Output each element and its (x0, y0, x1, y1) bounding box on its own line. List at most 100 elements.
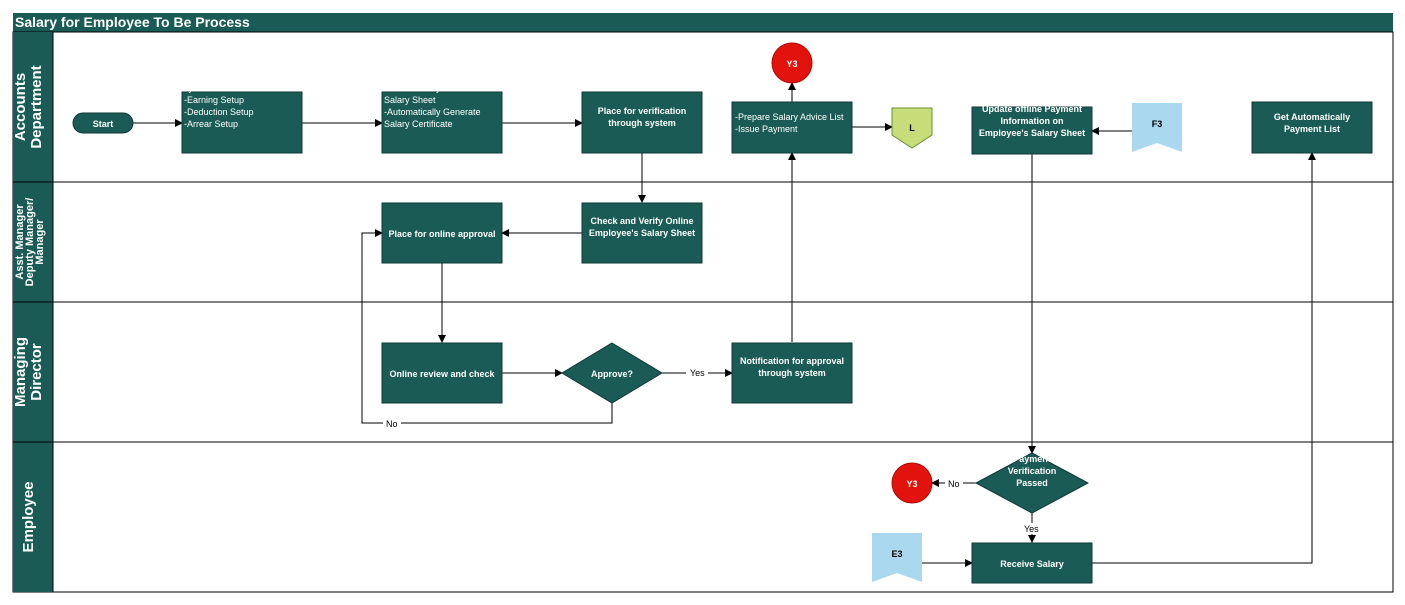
text-line: -Deduction Setup (184, 107, 254, 117)
edge-label-approve-no: No (386, 419, 398, 429)
connectors (133, 82, 1316, 567)
lane-label-employee: Employee (20, 482, 37, 553)
online-review-label: Online review and check (389, 369, 495, 379)
text-line: Verification (1008, 466, 1057, 476)
text-line: Employee's Salary Sheet (979, 128, 1085, 138)
text-line: Managing (12, 337, 29, 407)
y3-bottom-terminator: Y3 (891, 462, 933, 504)
receive-salary-label: Receive Salary (1000, 559, 1064, 569)
f3-label: F3 (1152, 119, 1163, 129)
approve-label: Approve? (591, 369, 633, 379)
text-line: system (184, 83, 213, 93)
text-line: Notification for approval (740, 356, 844, 366)
text-line: Start (93, 119, 114, 129)
text-line: Receive Salary (1000, 559, 1064, 569)
lane-label-managers: Asst. ManagerDeputy Manager/Manager (14, 198, 46, 287)
edge-label-verification-yes: Yes (1024, 524, 1039, 534)
diagram-title: Salary for Employee To Be Process (15, 14, 250, 30)
diagram-title-bar: Salary for Employee To Be Process (13, 13, 1393, 32)
text-line: -Earning Setup (184, 95, 244, 105)
edge-label-approve-yes: Yes (690, 368, 705, 378)
place-online-approval-step: Place for online approval (381, 202, 503, 264)
lane-label-accounts: AccountsDepartment (12, 65, 45, 148)
y3-top-terminator: Y3 (771, 42, 813, 84)
text-line: Payment (1013, 454, 1051, 464)
text-line: -Arrear Setup (184, 119, 238, 129)
text-line: Director (28, 343, 45, 401)
start-terminator: Start (72, 112, 134, 134)
text-line: Y3 (906, 479, 917, 489)
text-line: Check and Verify Online (590, 216, 693, 226)
text-line: Update offline Payment (982, 104, 1082, 114)
text-line: Get Automatically (1274, 112, 1350, 122)
text-line: Place for online approval (388, 229, 495, 239)
edge-receive-salary-to-payment-list (1092, 152, 1316, 564)
place-online-approval-label: Place for online approval (388, 229, 495, 239)
text-line: Passed (1016, 478, 1048, 488)
text-line: -Automatically Generate (384, 83, 481, 93)
text-line: Deputy Manager/ (24, 198, 36, 287)
text-line: -Automatically Generate (384, 107, 481, 117)
text-line: Y3 (786, 59, 797, 69)
text-line: Salary Certificate (384, 119, 453, 129)
approve-decision: Approve? (561, 342, 663, 404)
lane-header-employee (13, 442, 53, 592)
text-line: Information on (1001, 116, 1064, 126)
offpage-l-label: L (909, 123, 915, 133)
text-line: Approve? (591, 369, 633, 379)
lane-header-md (13, 302, 53, 442)
lane-label-employee-text: Employee (20, 482, 37, 553)
text-line: F3 (1152, 119, 1163, 129)
start-label: Start (93, 119, 114, 129)
lane-header-managers (13, 182, 53, 302)
text-line: Salary process through (184, 71, 277, 81)
notification-label: Notification for approval through system (740, 356, 844, 378)
edge-approve-no-loop (361, 229, 613, 424)
text-line: Salary Sheet (384, 95, 436, 105)
text-line: Asst. Manager (14, 204, 26, 280)
text-line: Manager (34, 219, 46, 265)
text-line: Online review and check (389, 369, 495, 379)
f3-flag: F3 (1132, 103, 1182, 152)
lane-label-managers-text: Asst. ManagerDeputy Manager/Manager (14, 198, 46, 287)
prepare-advice-label: -Prepare Salary Advice List -Issue Paymen… (735, 112, 844, 134)
e3-flag: E3 (872, 533, 922, 582)
place-verification-label: Place for verification through system (598, 106, 687, 128)
text-line: -Issue Payment (735, 124, 798, 134)
online-review-step: Online review and check (381, 342, 503, 404)
offpage-l-connector: L (891, 107, 933, 149)
receive-salary-step: Receive Salary (971, 542, 1093, 584)
lane-label-md: ManagingDirector (12, 337, 45, 407)
text-line: -Prepare Salary Advice List (735, 112, 844, 122)
text-line: E3 (891, 549, 902, 559)
text-line: through system (758, 368, 826, 378)
text-line: Payment List (1284, 124, 1340, 134)
lane-header-accounts (13, 32, 53, 182)
edge-labels: Yes No No Yes (383, 367, 1044, 534)
notification-step: Notification for approval through system (731, 342, 853, 404)
y3-bottom-label: Y3 (906, 479, 917, 489)
lane-label-accounts-text: AccountsDepartment (12, 65, 45, 148)
y3-top-label: Y3 (786, 59, 797, 69)
e3-label: E3 (891, 549, 902, 559)
text-line: Employee's Salary Sheet (589, 228, 695, 238)
edge-label-verification-no: No (948, 479, 960, 489)
text-line: through system (608, 118, 676, 128)
salary-process-label: Salary process through system -Earning Set… (184, 71, 277, 129)
place-verification-step: Place for verification through system (581, 91, 703, 154)
text-line: Department (28, 65, 45, 148)
text-line: Employee (20, 482, 37, 553)
prepare-advice-step: -Prepare Salary Advice List -Issue Paymen… (731, 101, 853, 154)
text-line: Place for verification (598, 106, 687, 116)
